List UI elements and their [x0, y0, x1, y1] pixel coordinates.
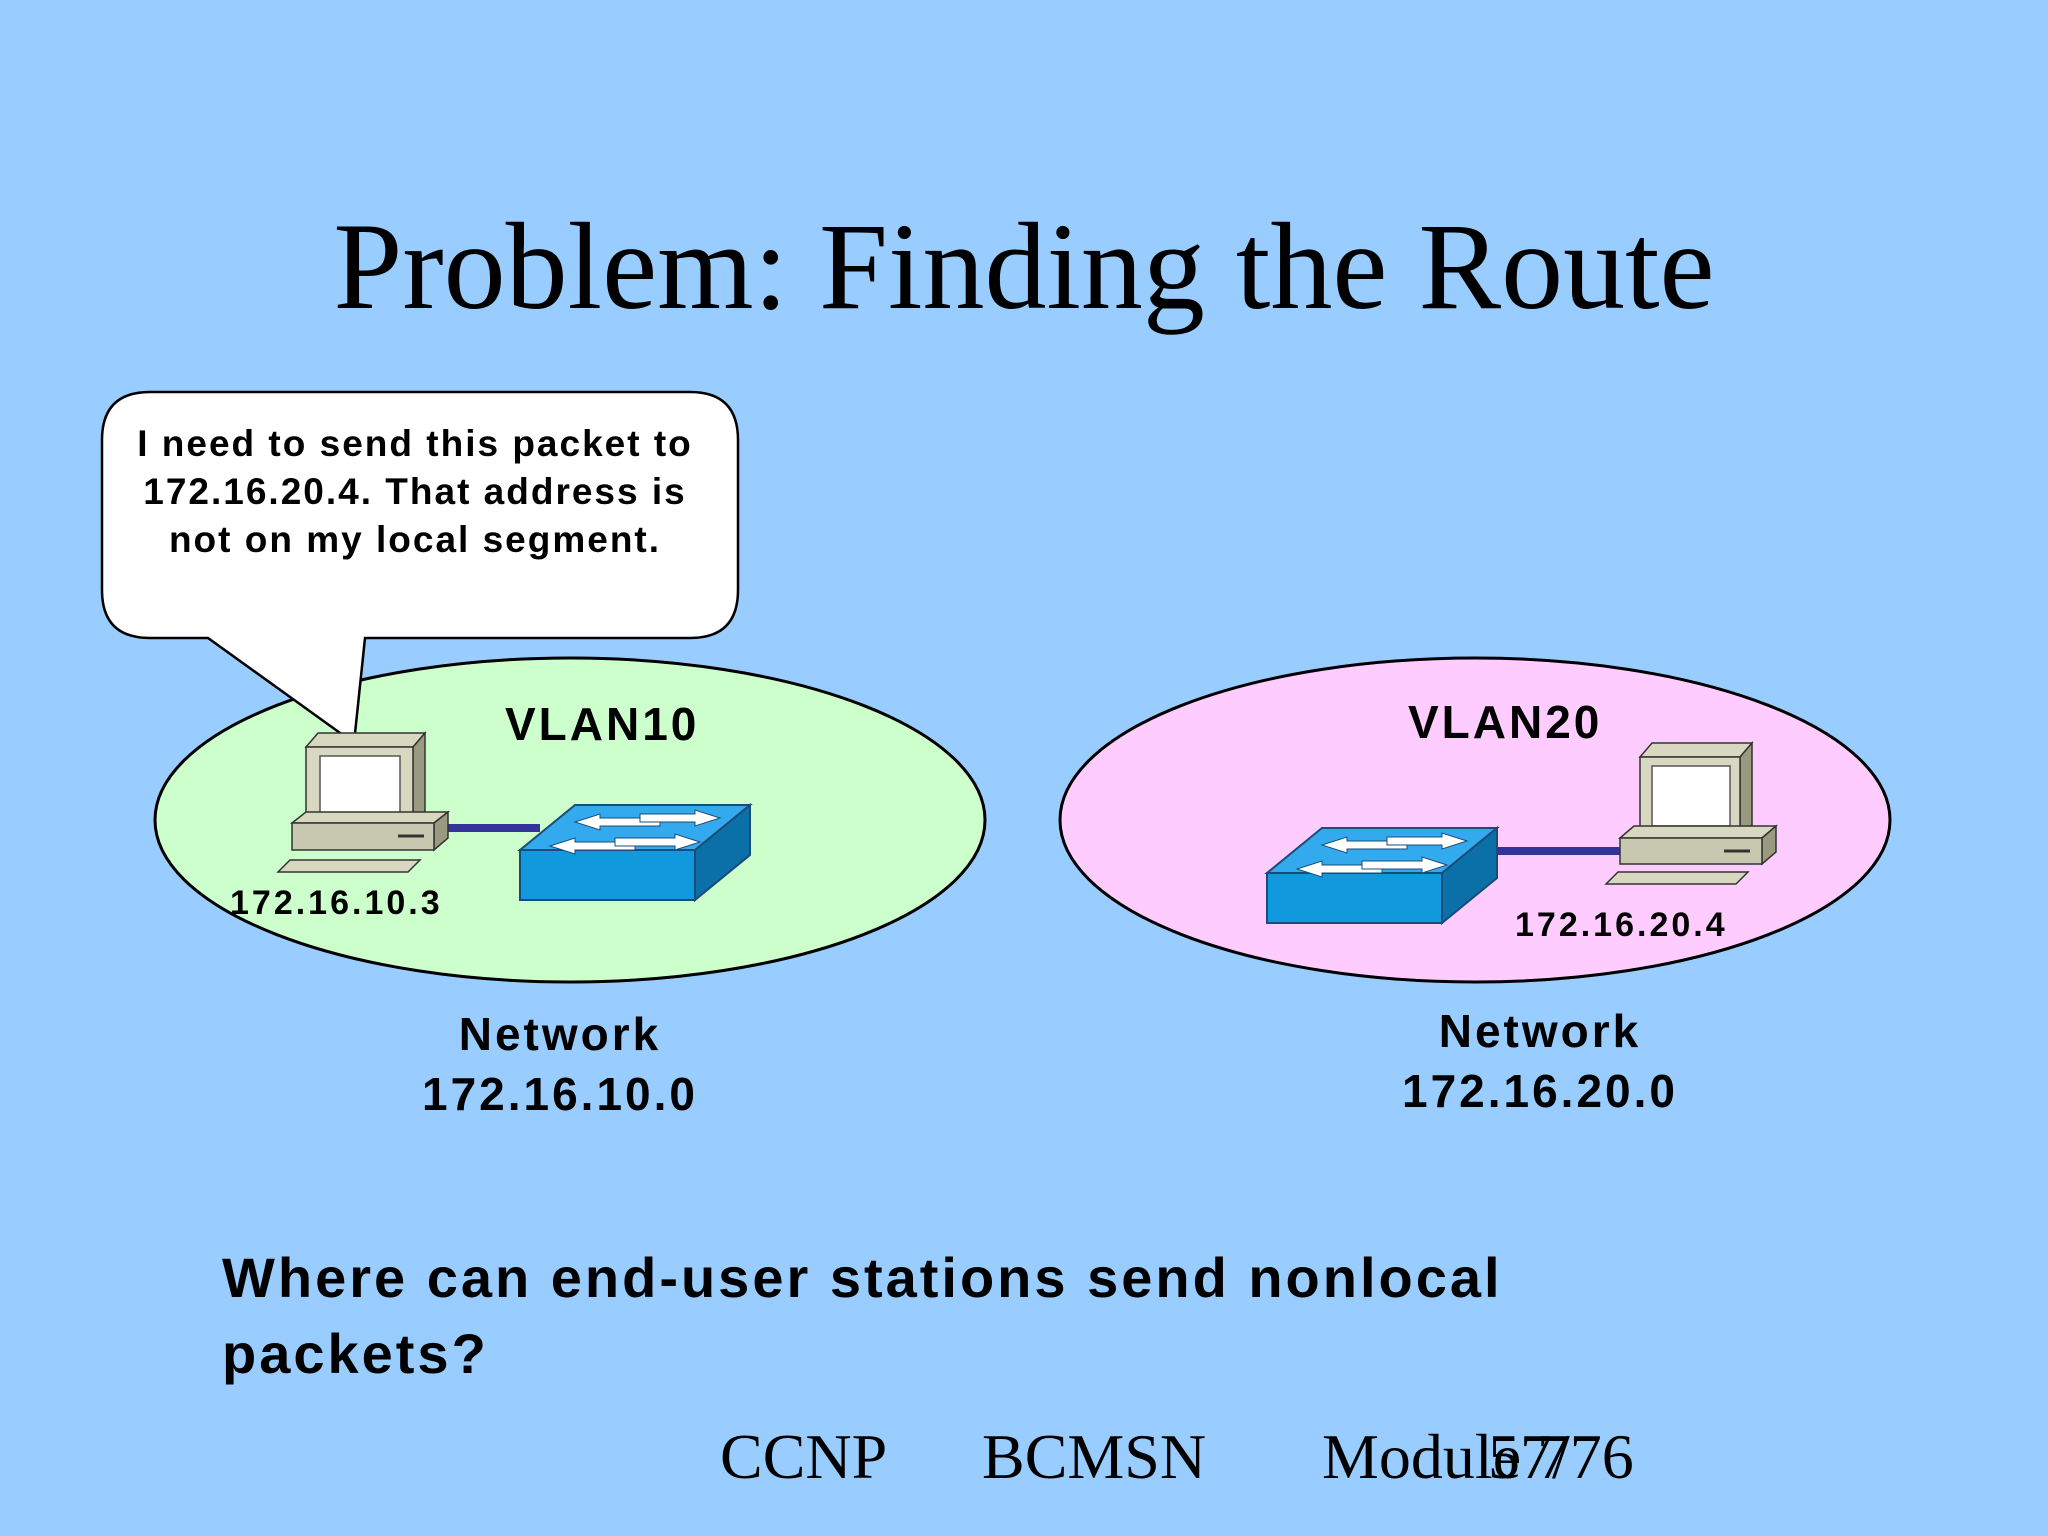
question-text: Where can end-user stations send nonloca…	[222, 1246, 1503, 1385]
speech-bubble-text: I need to send this packet to 172.16.20.…	[137, 423, 693, 560]
host-172-16-20-4-computer-icon	[1604, 740, 1779, 885]
footer-subject: BCMSN	[982, 1421, 1207, 1492]
footer-page-number: 57/76	[1488, 1421, 1634, 1492]
speech-bubble	[100, 390, 740, 746]
network-address: 172.16.20.0	[1401, 1065, 1678, 1117]
vlan10-network-caption: Network 172.16.10.0	[360, 1004, 760, 1124]
host-ip-172-16-20-4: 172.16.20.4	[1515, 906, 1728, 944]
vlan20-label: VLAN20	[1408, 696, 1603, 748]
slide-title: Problem: Finding the Route	[333, 198, 1715, 335]
network-address: 172.16.10.0	[421, 1068, 698, 1120]
vlan10-label: VLAN10	[505, 698, 700, 750]
vlan10-switch-icon	[517, 802, 753, 903]
network-label: Network	[1438, 1005, 1642, 1057]
host-172-16-10-3-computer-icon	[276, 730, 451, 873]
footer-module: Module 7	[1322, 1421, 1570, 1492]
network-label: Network	[458, 1008, 662, 1060]
host-ip-172-16-10-3: 172.16.10.3	[230, 884, 443, 922]
vlan20-switch-icon	[1264, 825, 1500, 926]
footer-course: CCNP	[720, 1421, 888, 1492]
vlan20-network-caption: Network 172.16.20.0	[1340, 1001, 1740, 1121]
